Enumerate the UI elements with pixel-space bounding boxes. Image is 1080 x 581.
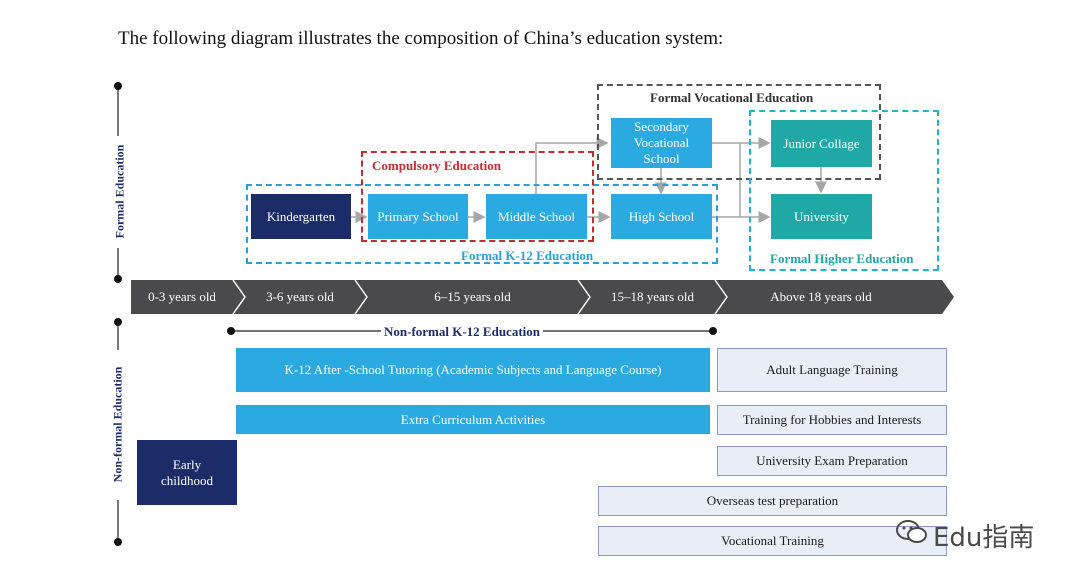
vocational-training-box: Vocational Training bbox=[598, 526, 947, 556]
higher-label: Formal Higher Education bbox=[770, 251, 914, 266]
university-exam-box: University Exam Preparation bbox=[717, 446, 947, 476]
adult-language-box: Adult Language Training bbox=[717, 348, 947, 392]
compulsory-label: Compulsory Education bbox=[372, 158, 501, 173]
vocational-label: Formal Vocational Education bbox=[650, 90, 814, 105]
nonformal-education-label: Non-formal Education bbox=[110, 366, 125, 483]
intro-text: The following diagram illustrates the co… bbox=[118, 28, 724, 49]
middle-school-box: Middle School bbox=[486, 194, 587, 239]
k12-group-outline bbox=[246, 184, 718, 264]
watermark: Edu指南 bbox=[895, 517, 1034, 554]
secondary-vocational-box: Secondary Vocational School bbox=[611, 118, 712, 168]
age-0-3: 0-3 years old bbox=[148, 289, 216, 304]
vocational-group-outline bbox=[597, 84, 881, 180]
junior-college-box: Junior Collage bbox=[771, 120, 872, 167]
age-6-15: 6–15 years old bbox=[434, 289, 511, 304]
tutoring-box: K-12 After -School Tutoring (Academic Su… bbox=[236, 348, 710, 392]
nonformal-k12-label: Non-formal K-12 Education bbox=[381, 324, 543, 340]
wechat-icon bbox=[895, 518, 929, 553]
higher-group-outline bbox=[749, 110, 939, 271]
university-box: University bbox=[771, 194, 872, 239]
kindergarten-box: Kindergarten bbox=[251, 194, 351, 239]
age-3-6: 3-6 years old bbox=[266, 289, 334, 304]
primary-school-box: Primary School bbox=[368, 194, 468, 239]
age-above-18: Above 18 years old bbox=[770, 289, 872, 304]
early-childhood-box: Early childhood bbox=[137, 440, 237, 505]
formal-education-label: Formal Education bbox=[112, 144, 127, 239]
compulsory-group-outline bbox=[361, 151, 594, 242]
extra-curriculum-box: Extra Curriculum Activities bbox=[236, 405, 710, 434]
watermark-text: Edu指南 bbox=[933, 523, 1035, 553]
overseas-test-box: Overseas test preparation bbox=[598, 486, 947, 516]
high-school-box: High School bbox=[611, 194, 712, 239]
age-15-18: 15–18 years old bbox=[610, 289, 695, 304]
k12-label: Formal K-12 Education bbox=[461, 248, 594, 263]
hobbies-box: Training for Hobbies and Interests bbox=[717, 405, 947, 435]
